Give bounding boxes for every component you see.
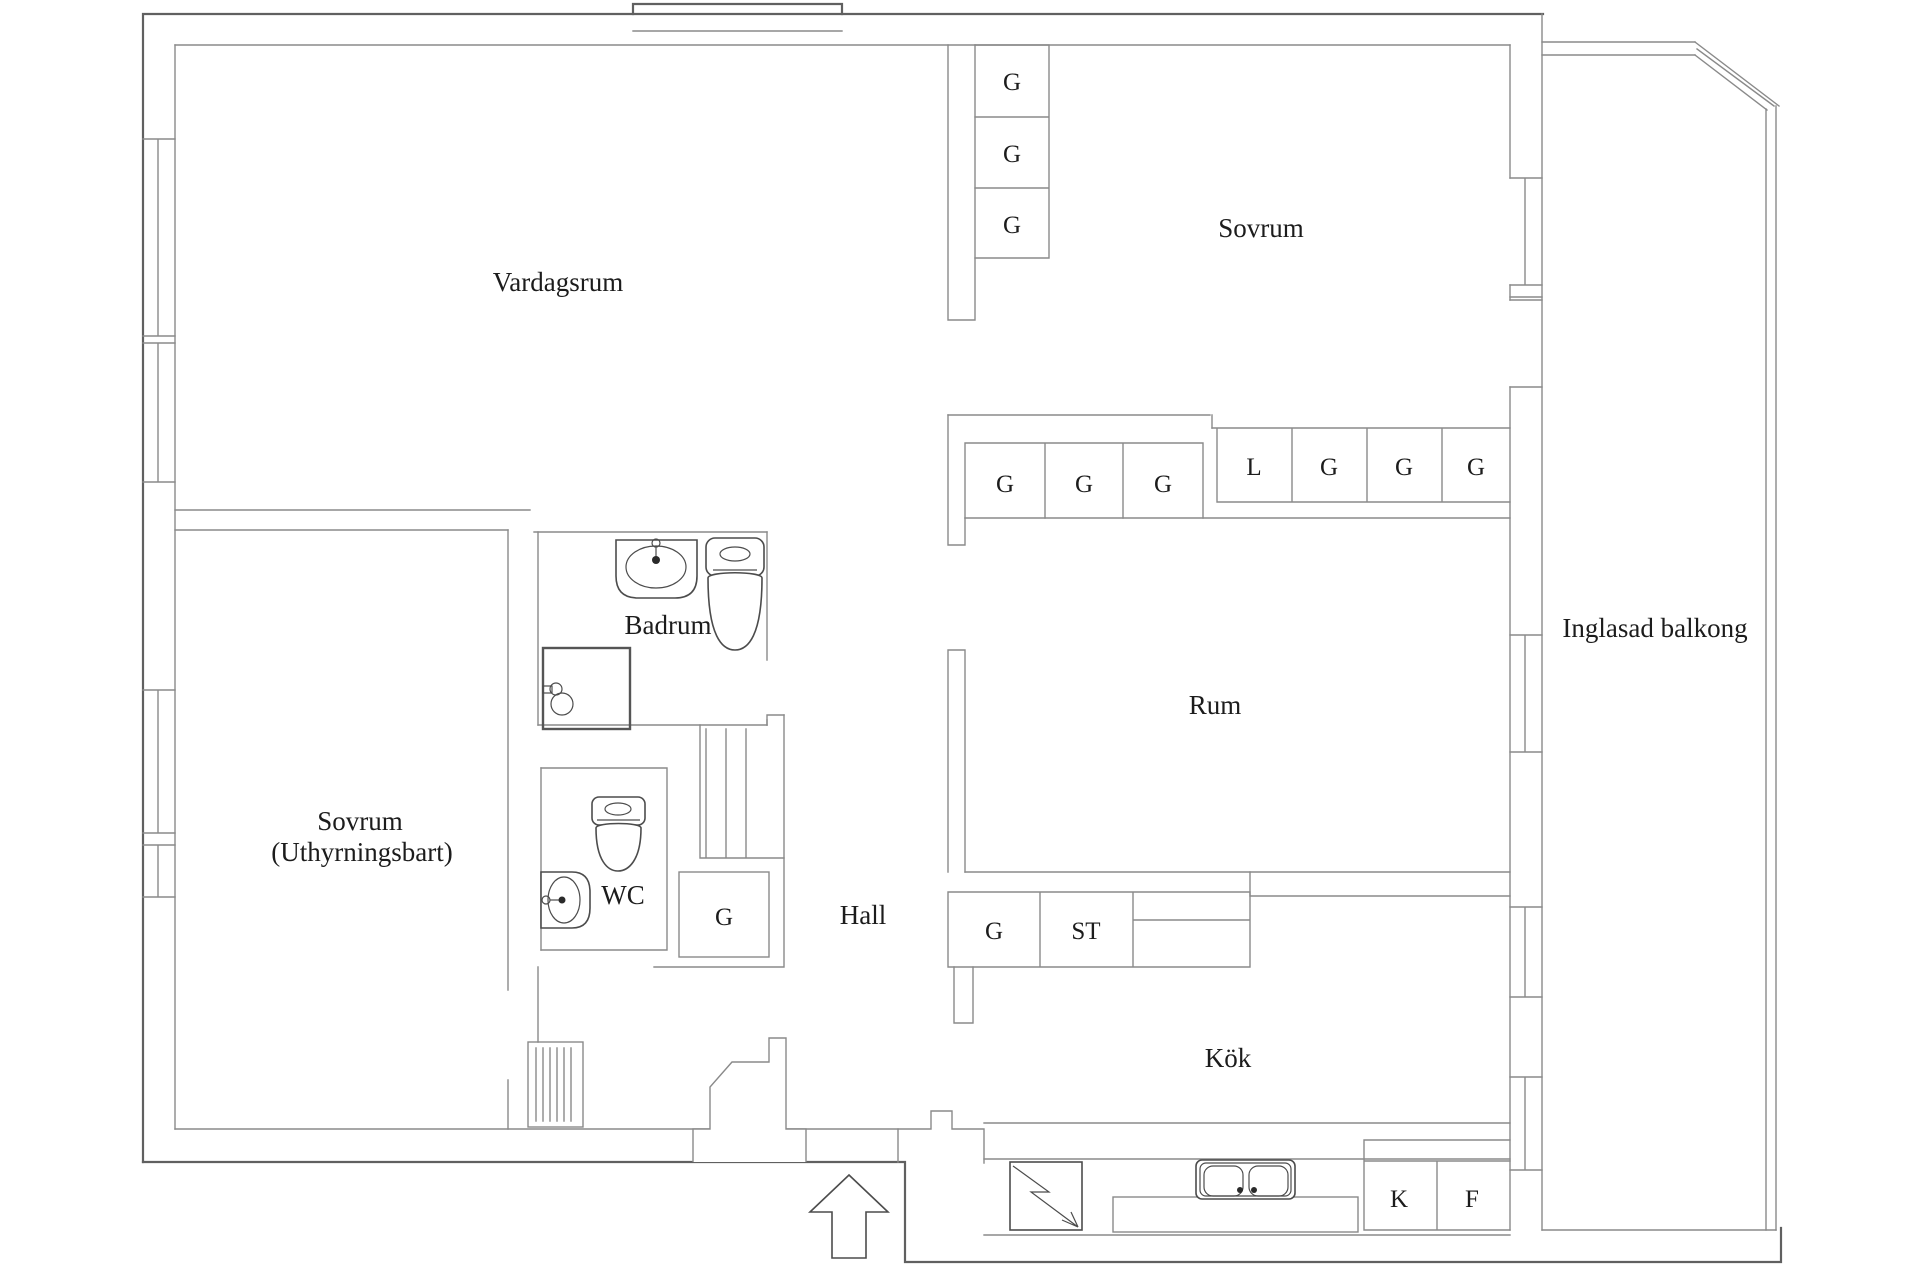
kitchen-counter [1112, 1196, 1359, 1233]
closet-letter: G [996, 471, 1014, 498]
closet-letter: L [1246, 454, 1261, 481]
room-label-wc: WC [601, 880, 645, 910]
stairs-icon [699, 724, 785, 859]
kok-top-wall [1249, 871, 1511, 897]
entrance-area [527, 1037, 891, 1259]
stove-lightning-icon [1009, 1161, 1083, 1231]
closet-letter: G [1003, 141, 1021, 168]
fridge-freezer-boxes [1363, 1139, 1511, 1231]
balcony-chamfer-glazing [1694, 41, 1780, 111]
badrum-fixtures [541, 537, 765, 731]
closet-letter: G [1075, 471, 1093, 498]
toilet-icon [705, 537, 765, 651]
outer-wall-left-top [141, 12, 1545, 1164]
closet-letter: G [1395, 454, 1413, 481]
bathroom-sink-icon [615, 538, 698, 599]
wc-sink-icon [540, 871, 591, 929]
closet-letter: G [715, 904, 733, 931]
entrance-arrow-icon [807, 1173, 891, 1259]
room-label-sovrum-rental-1: Sovrum [317, 806, 403, 836]
sovrum-bottom-wall [947, 414, 1213, 429]
balcony-door-jambs [1509, 296, 1543, 388]
closet-labels: G G G G G G L G G G G G ST K F [715, 69, 1485, 1213]
closet-letter-f: F [1465, 1186, 1479, 1213]
balcony-right-glazing [1765, 105, 1777, 1231]
window-symbol [142, 844, 176, 898]
closet-letter: G [1154, 471, 1172, 498]
balcony-glazing [1541, 41, 1780, 1231]
wc-room-outline [540, 767, 668, 951]
window-symbol [1509, 1076, 1543, 1171]
room-label-rum: Rum [1189, 690, 1242, 720]
hall-stub-wall [953, 966, 974, 1024]
top-wall-notch [631, 2, 844, 16]
closet-letter: G [1003, 69, 1021, 96]
closet-letter: G [1320, 454, 1338, 481]
inner-walls [174, 13, 1543, 1231]
wc-fixtures [540, 796, 646, 929]
hall-rum-wall-lower [947, 649, 966, 873]
room-label-sovrum: Sovrum [1218, 213, 1304, 243]
radiator-grille-icon [527, 1041, 584, 1128]
window-symbol [1509, 634, 1543, 753]
wc-toilet-icon [591, 796, 646, 872]
closet-stack [974, 44, 1050, 259]
room-label-kok: Kök [1205, 1043, 1252, 1073]
entry-vestibule [692, 1037, 807, 1162]
closet-wc-g [678, 871, 770, 958]
closet-letter: G [1467, 454, 1485, 481]
closet-row-sovrum [1211, 427, 1511, 503]
bath-block-left-wall [537, 531, 542, 1043]
window-symbol [142, 138, 176, 337]
closets [678, 44, 1511, 968]
room-label-hall: Hall [840, 900, 887, 930]
window-symbol [142, 689, 176, 834]
closet-letter: G [985, 918, 1003, 945]
room-label-vardagsrum: Vardagsrum [493, 267, 623, 297]
window-symbol [1509, 906, 1543, 998]
room-label-badrum: Badrum [625, 610, 712, 640]
stair-step-edge [766, 714, 785, 726]
shower-icon [541, 646, 632, 731]
wc-block-outer [653, 714, 785, 968]
hall-closet-row [947, 891, 1251, 968]
window-symbol [142, 342, 176, 483]
closet-letter: G [1003, 212, 1021, 239]
left-windows [142, 138, 176, 898]
hall-rum-wall-upper [947, 414, 966, 546]
room-labels: Vardagsrum Sovrum Sovrum (Uthyrningsbart… [271, 213, 1747, 1073]
partition-walls [174, 44, 1511, 1236]
balcony-top-glazing [1541, 41, 1696, 56]
closet-row-rum [964, 442, 1204, 519]
kitchen-fixtures [1009, 1139, 1511, 1233]
vardagsrum-sovrum-wall [947, 44, 976, 321]
kitchen-double-sink-icon [1195, 1159, 1296, 1200]
closet-letter-st: ST [1071, 918, 1100, 945]
room-label-sovrum-rental-2: (Uthyrningsbart) [271, 837, 452, 867]
outer-walls [141, 2, 1783, 1264]
room-label-balcony: Inglasad balkong [1562, 613, 1747, 643]
window-symbol [1509, 177, 1543, 286]
right-windows [1509, 177, 1543, 1171]
outer-wall-bottom [141, 1160, 1783, 1264]
closet-letter-k: K [1390, 1186, 1408, 1213]
kok-west-wall [897, 1110, 985, 1164]
